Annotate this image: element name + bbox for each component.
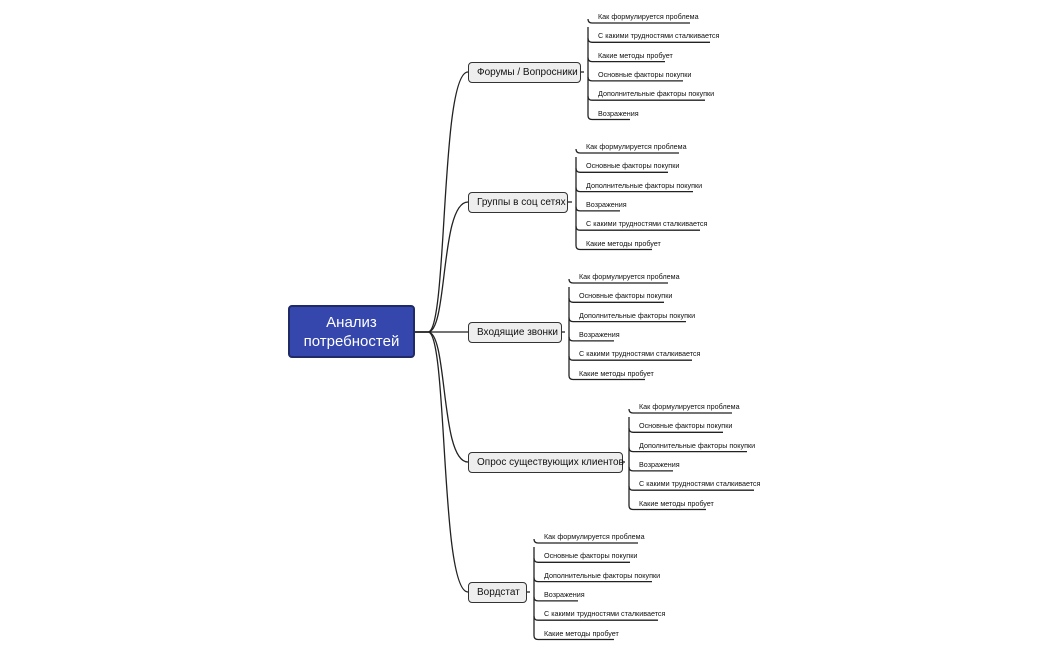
root-branch-connector xyxy=(415,71,469,333)
branch-label: Вордстат xyxy=(477,586,520,598)
leaf-underline xyxy=(628,428,723,433)
leaf-underline xyxy=(628,408,732,414)
leaf-item[interactable]: Основные факторы покупки xyxy=(544,551,638,561)
leaf-underline xyxy=(568,336,614,342)
leaf-underline xyxy=(533,577,652,583)
leaf-item[interactable]: Какие методы пробует xyxy=(639,498,714,508)
leaf-underline xyxy=(568,278,668,284)
leaf-item[interactable]: Основные факторы покупки xyxy=(586,161,680,171)
branch-label: Входящие звонки xyxy=(477,326,559,338)
branch-label: Группы в соц сетях xyxy=(477,196,566,208)
leaf-item[interactable]: Как формулируется проблема xyxy=(544,532,645,541)
leaf-underline xyxy=(575,148,679,154)
leaf-item[interactable]: Возражения xyxy=(544,589,585,599)
leaf-underline xyxy=(575,168,668,173)
leaf-item[interactable]: Какие методы пробует xyxy=(586,238,661,248)
leaf-item[interactable]: Как формулируется проблема xyxy=(579,272,680,281)
leaf-underline xyxy=(533,596,578,602)
leaf-underline xyxy=(575,226,700,231)
leaf-underline xyxy=(628,505,706,511)
leaf-item[interactable]: Какие методы пробует xyxy=(544,628,619,638)
leaf-item[interactable]: С какими трудностями сталкивается xyxy=(544,609,666,619)
leaf-item[interactable]: Какие методы пробует xyxy=(598,50,673,60)
leaf-item[interactable]: Основные факторы покупки xyxy=(598,69,692,79)
root-branch-connector xyxy=(415,331,469,463)
leaf-item[interactable]: Как формулируется проблема xyxy=(586,142,687,151)
leaf-item[interactable]: Как формулируется проблема xyxy=(598,12,699,21)
leaf-underline xyxy=(628,466,673,472)
root-label-line1: Анализ xyxy=(326,313,377,331)
leaf-item[interactable]: Возражения xyxy=(598,108,639,118)
leaf-underline xyxy=(568,317,686,323)
root-branch-connector xyxy=(415,331,469,593)
leaf-underline xyxy=(533,558,630,563)
branch-node[interactable]: Опрос существующих клиентов xyxy=(468,451,624,473)
leaf-underline xyxy=(587,96,705,101)
leaf-underline xyxy=(587,76,683,82)
root-node[interactable]: Анализ потребностей xyxy=(288,305,415,358)
leaf-item[interactable]: Как формулируется проблема xyxy=(639,402,740,411)
branch-label: Форумы / Вопросники xyxy=(477,66,578,78)
leaf-item[interactable]: Дополнительные факторы покупки xyxy=(544,570,661,580)
leaf-underline xyxy=(587,38,710,43)
leaf-underline xyxy=(628,486,754,491)
leaf-underline xyxy=(533,635,614,641)
leaf-underline xyxy=(533,616,658,621)
branch-label: Опрос существующих клиентов xyxy=(477,456,624,468)
leaf-item[interactable]: Дополнительные факторы покупки xyxy=(586,180,703,190)
leaf-underline xyxy=(568,298,664,303)
leaf-item[interactable]: Какие методы пробует xyxy=(579,368,654,378)
leaf-item[interactable]: Дополнительные факторы покупки xyxy=(579,310,696,320)
leaf-underline xyxy=(587,115,630,121)
leaf-item[interactable]: Основные факторы покупки xyxy=(579,291,673,301)
leaf-item[interactable]: Дополнительные факторы покупки xyxy=(639,440,756,450)
branch-node[interactable]: Группы в соц сетях xyxy=(468,191,568,213)
branch-node[interactable]: Входящие звонки xyxy=(468,321,562,343)
leaf-item[interactable]: Основные факторы покупки xyxy=(639,421,733,431)
leaf-underline xyxy=(575,206,620,212)
root-branch-connector xyxy=(415,201,469,333)
root-label-line2: потребностей xyxy=(303,332,400,350)
branch-node[interactable]: Вордстат xyxy=(468,581,527,603)
leaf-item[interactable]: Возражения xyxy=(579,329,620,339)
leaf-item[interactable]: С какими трудностями сталкивается xyxy=(598,31,720,41)
branch-node[interactable]: Форумы / Вопросники xyxy=(468,61,581,83)
leaf-underline xyxy=(587,57,665,63)
leaf-item[interactable]: Дополнительные факторы покупки xyxy=(598,89,715,99)
leaf-underline xyxy=(628,447,747,453)
leaf-item[interactable]: Возражения xyxy=(586,199,627,209)
leaf-item[interactable]: С какими трудностями сталкивается xyxy=(579,349,701,359)
leaf-underline xyxy=(568,356,692,361)
leaf-item[interactable]: Возражения xyxy=(639,459,680,469)
leaf-underline xyxy=(568,375,645,381)
leaf-item[interactable]: С какими трудностями сталкивается xyxy=(639,479,761,489)
leaf-underline xyxy=(587,18,690,24)
leaf-underline xyxy=(575,187,693,193)
leaf-underline xyxy=(575,245,652,251)
leaf-underline xyxy=(533,538,638,544)
leaf-item[interactable]: С какими трудностями сталкивается xyxy=(586,219,708,229)
